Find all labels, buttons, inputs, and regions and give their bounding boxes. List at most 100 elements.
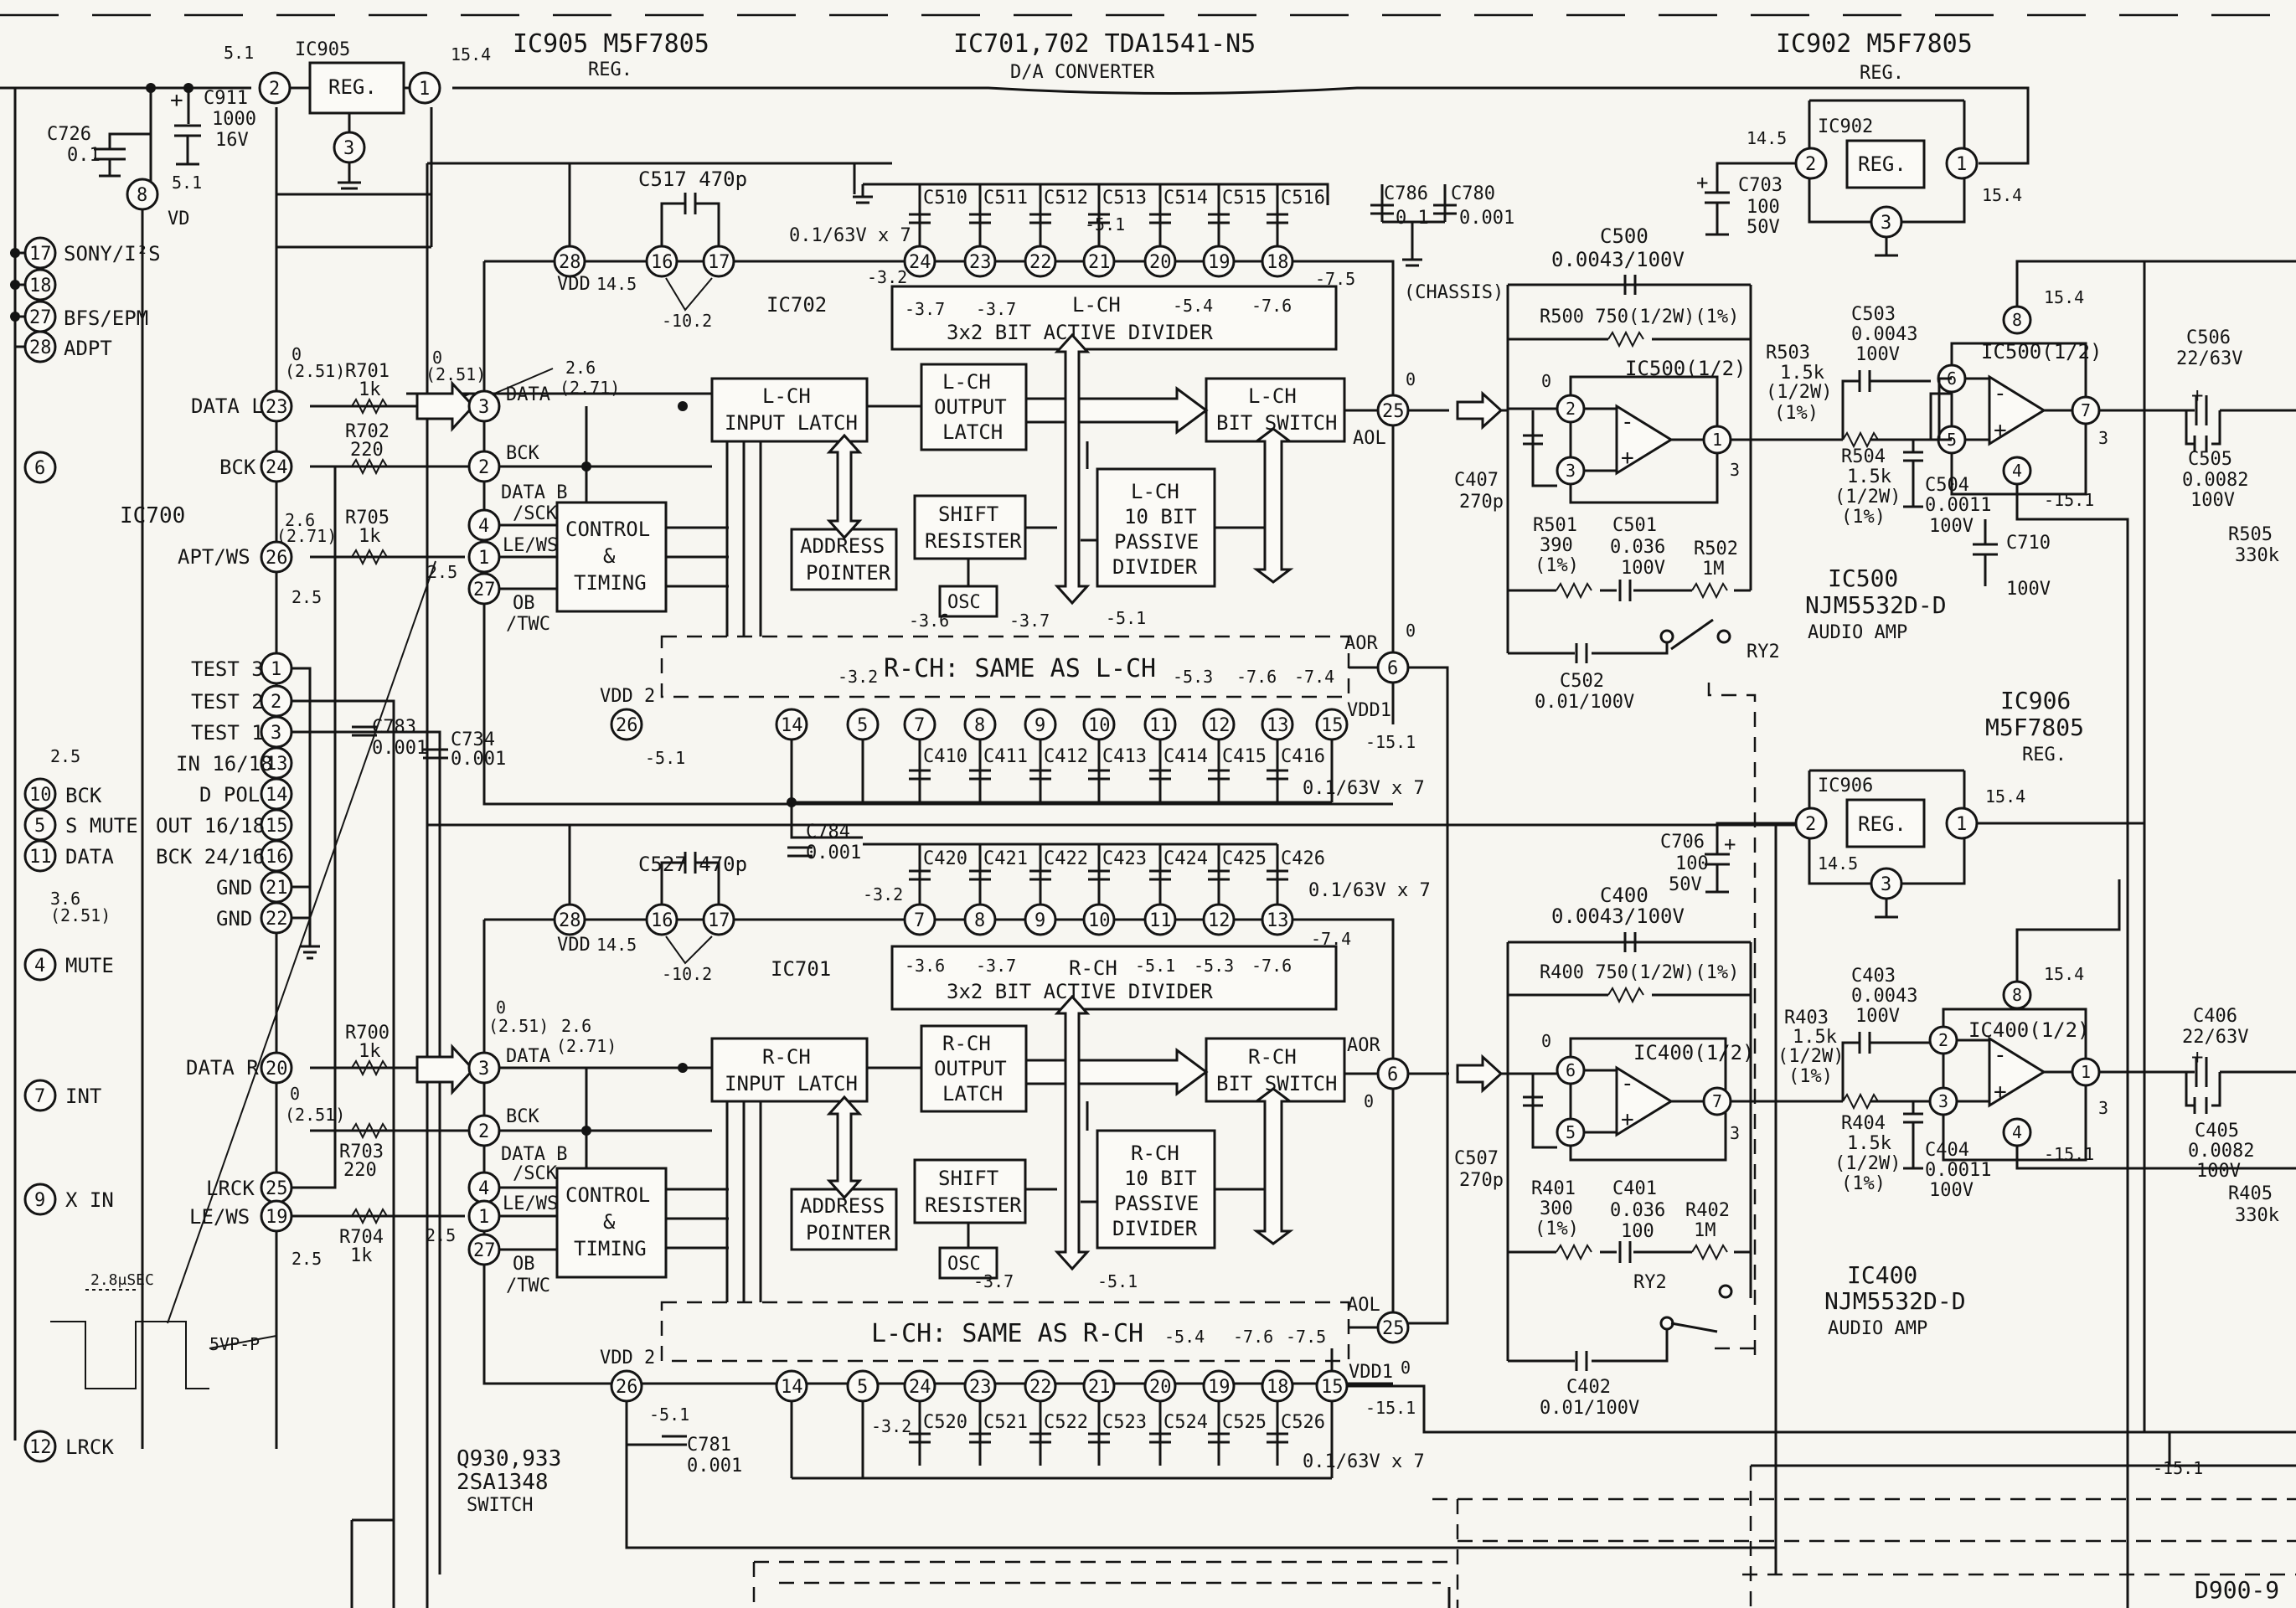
svg-text:R402: R402 — [1685, 1200, 1730, 1221]
svg-text:20: 20 — [266, 1059, 288, 1080]
svg-text:C426: C426 — [1281, 848, 1325, 869]
svg-text:15.4: 15.4 — [451, 44, 491, 64]
svg-text:+: + — [1696, 171, 1708, 194]
svg-text:L-CH: L-CH — [942, 370, 991, 394]
svg-text:TEST 3: TEST 3 — [191, 657, 264, 681]
svg-text:17: 17 — [708, 910, 730, 931]
svg-text:R501: R501 — [1533, 515, 1577, 536]
svg-text:+: + — [1994, 1080, 2007, 1105]
svg-text:OUT 16/18: OUT 16/18 — [156, 814, 265, 838]
svg-text:-3.6: -3.6 — [909, 611, 949, 631]
svg-text:R-CH: R-CH — [762, 1045, 811, 1069]
svg-text:14.5: 14.5 — [1818, 853, 1858, 874]
svg-text:7: 7 — [2081, 400, 2091, 420]
opamp-ic500-a: -+ IC500(1/2) 2 3 1 3 0 — [1408, 357, 1747, 504]
svg-text:C410: C410 — [923, 746, 967, 767]
svg-text:0: 0 — [1406, 369, 1416, 389]
svg-text:0.0082: 0.0082 — [2188, 1141, 2254, 1162]
svg-text:IC700: IC700 — [120, 503, 185, 528]
ic702-input-latch: L-CH INPUT LATCH — [710, 377, 869, 443]
ic906-regulator: REG. IC906 2 1 3 14.5 15.4 — [427, 261, 2146, 919]
svg-text:2.5: 2.5 — [292, 1249, 322, 1269]
svg-text:3x2 BIT ACTIVE DIVIDER: 3x2 BIT ACTIVE DIVIDER — [947, 321, 1213, 344]
svg-text:OB: OB — [513, 1254, 535, 1275]
ic701-cap-bank-top: C420 C421 C422 C423 C424 C425 C426 0.1/6… — [863, 843, 1431, 904]
svg-text:4: 4 — [478, 1178, 489, 1199]
svg-text:ADDRESS: ADDRESS — [800, 1194, 885, 1218]
svg-text:C516: C516 — [1281, 188, 1325, 209]
svg-text:25: 25 — [266, 1178, 288, 1199]
svg-text:19: 19 — [1208, 1377, 1231, 1398]
svg-text:+: + — [1621, 1107, 1634, 1132]
svg-text:390: 390 — [1540, 535, 1573, 556]
svg-text:22/63V: 22/63V — [2176, 348, 2242, 369]
svg-text:100: 100 — [1621, 1221, 1654, 1242]
opamp-ic500-b: IC500(1/2) -+ 6 5 7 8 4 15.4 -15.1 3 C71… — [1927, 260, 2296, 1608]
svg-text:12: 12 — [1208, 715, 1231, 736]
svg-text:1: 1 — [2081, 1062, 2091, 1082]
svg-text:R705: R705 — [345, 508, 390, 528]
svg-text:0: 0 — [1364, 1091, 1374, 1111]
svg-text:8: 8 — [2012, 985, 2022, 1005]
svg-text:C401: C401 — [1612, 1178, 1657, 1199]
svg-text:(2.51): (2.51) — [50, 905, 111, 925]
svg-text:IC906: IC906 — [1818, 776, 1873, 796]
svg-text:C726: C726 — [47, 124, 91, 145]
opamp-ic400-b: IC400(1/2) -+ 2 3 1 8 4 15.4 -15.1 3 — [1928, 879, 2296, 1170]
svg-text:330k: 330k — [2235, 1205, 2279, 1226]
svg-text:3: 3 — [1730, 1123, 1740, 1143]
svg-text:2.5: 2.5 — [427, 562, 457, 582]
svg-text:2: 2 — [478, 1121, 489, 1142]
svg-text:CONTROL: CONTROL — [565, 1183, 650, 1207]
svg-text:1: 1 — [419, 79, 430, 100]
svg-text:6: 6 — [1387, 658, 1398, 679]
svg-text:0: 0 — [290, 1084, 300, 1104]
svg-text:5: 5 — [34, 816, 45, 837]
svg-text:(1%): (1%) — [1841, 1173, 1886, 1194]
svg-text:DATA R: DATA R — [186, 1056, 259, 1080]
capacitor-c911: C911 1000 16V + — [170, 88, 256, 166]
svg-text:15: 15 — [1321, 715, 1344, 736]
svg-text:25: 25 — [1382, 1318, 1405, 1339]
svg-text:SWITCH: SWITCH — [467, 1495, 533, 1516]
svg-text:DATA B: DATA B — [501, 1144, 567, 1165]
svg-text:IC905: IC905 — [295, 39, 350, 60]
svg-text:9: 9 — [1034, 715, 1045, 736]
svg-text:-5.3: -5.3 — [1173, 667, 1213, 687]
svg-text:(2.51): (2.51) — [285, 361, 345, 381]
svg-text:14: 14 — [266, 785, 288, 806]
svg-text:0.1/63V x 7: 0.1/63V x 7 — [1303, 1451, 1425, 1472]
svg-text:0: 0 — [292, 344, 302, 364]
svg-text:3: 3 — [1938, 1091, 1948, 1111]
svg-text:-3.6: -3.6 — [905, 956, 945, 976]
svg-text:3: 3 — [271, 723, 281, 744]
svg-text:-5.1: -5.1 — [645, 748, 685, 768]
svg-text:L-CH: L-CH — [1248, 384, 1297, 408]
svg-text:15.4: 15.4 — [2044, 964, 2084, 984]
svg-text:D/A CONVERTER: D/A CONVERTER — [1010, 62, 1155, 83]
svg-text:0.1/63V x 7: 0.1/63V x 7 — [1308, 880, 1431, 901]
components-c507-r401-c401-r402: C507 270p R401 300 (1%) C401 0.036 100 R… — [1454, 1148, 1751, 1419]
svg-text:100V: 100V — [1621, 558, 1665, 579]
svg-text:C505: C505 — [2188, 449, 2232, 470]
svg-text:1: 1 — [1956, 814, 1967, 835]
svg-text:R704: R704 — [339, 1227, 384, 1248]
svg-text:26: 26 — [616, 1377, 638, 1398]
svg-text:0.1/63V x 7: 0.1/63V x 7 — [1303, 778, 1425, 799]
svg-text:7: 7 — [914, 910, 925, 931]
svg-text:15.4: 15.4 — [1982, 185, 2022, 205]
svg-text:14.5: 14.5 — [596, 935, 637, 955]
svg-text:C413: C413 — [1102, 746, 1147, 767]
ic701-left-pins: 3 DATA 2.6 (2.71) 0 (2.51) 2 BCK 4 DATA … — [292, 405, 617, 1296]
svg-text:27: 27 — [473, 1240, 496, 1261]
svg-text:3: 3 — [343, 138, 354, 159]
ic906-caption: IC906 M5F7805 REG. — [1985, 687, 2084, 765]
svg-text:18: 18 — [29, 276, 52, 296]
ic701-input-latch: R-CH INPUT LATCH — [710, 1037, 869, 1103]
svg-text:28: 28 — [559, 910, 581, 931]
svg-text:2.5: 2.5 — [292, 587, 322, 607]
svg-text:-5.1: -5.1 — [1097, 1271, 1138, 1291]
svg-text:VDD1: VDD1 — [1347, 700, 1391, 721]
svg-text:21: 21 — [1088, 252, 1111, 273]
ic701-control-timing: CONTROL & TIMING — [555, 1167, 668, 1279]
